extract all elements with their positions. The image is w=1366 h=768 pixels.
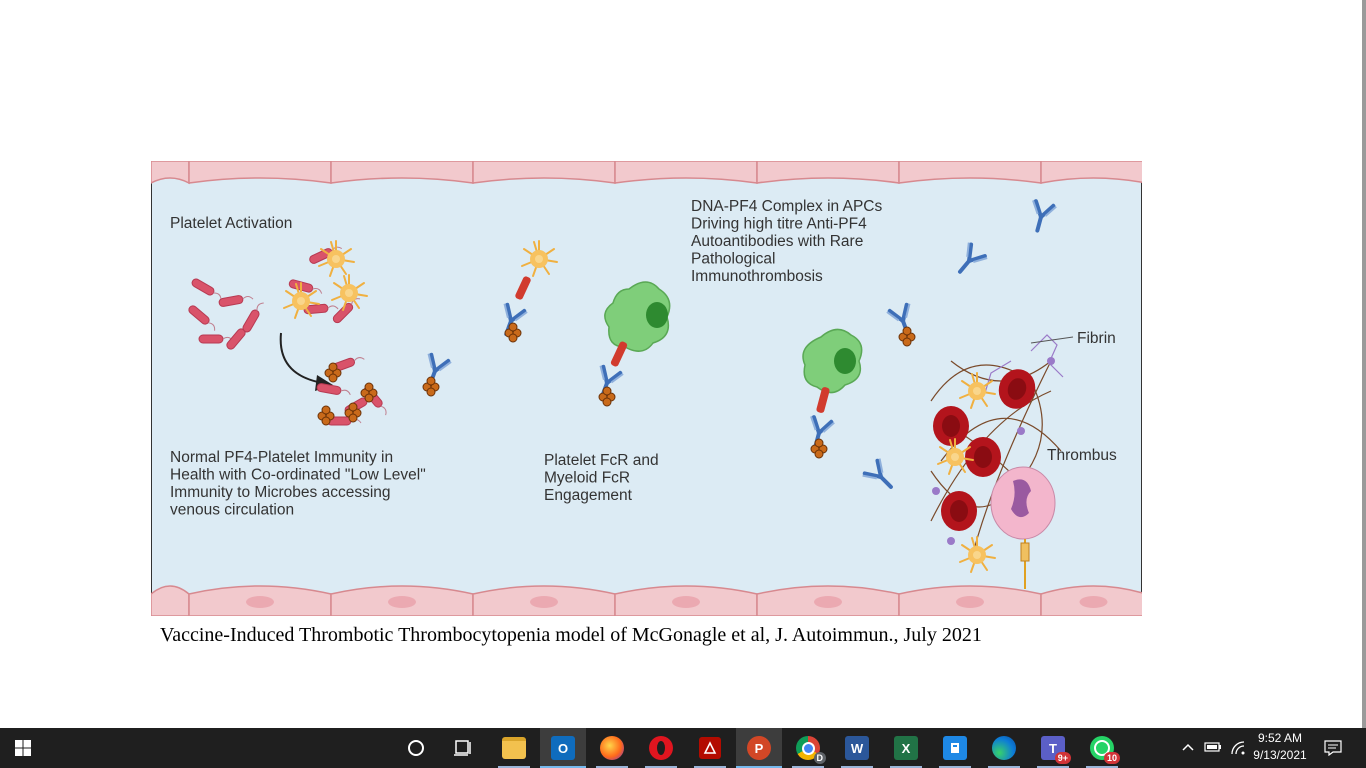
normal-line: Immunity to Microbes accessing — [170, 484, 391, 501]
dna-pf4-line: Driving high titre Anti-PF4 — [691, 216, 867, 233]
dna-pf4-line: Autoantibodies with Rare — [691, 233, 863, 250]
label-platelet-activation: Platelet Activation — [170, 215, 292, 232]
notifications-icon[interactable] — [1324, 740, 1342, 756]
apc-2 — [801, 328, 863, 459]
acrobat-icon — [699, 737, 721, 759]
whatsapp-icon: 10 — [1090, 736, 1120, 764]
powerpoint-icon: P — [747, 736, 771, 760]
taskbar-edge[interactable] — [981, 728, 1027, 768]
opera-icon — [649, 736, 673, 760]
edge-icon — [992, 736, 1016, 760]
dna-pf4-line: Immunothrombosis — [691, 268, 823, 285]
endothelial-nucleus — [1079, 596, 1108, 608]
platelet-fcr-complex — [492, 240, 558, 343]
windows-taskbar: O P D W X — [0, 728, 1366, 768]
teams-icon: T 9+ — [1041, 736, 1071, 764]
label-fibrin: Fibrin — [1077, 330, 1116, 347]
dna-pf4-line: Pathological — [691, 251, 775, 268]
show-hidden-icons-chevron-icon[interactable] — [1182, 742, 1194, 752]
taskbar-opera[interactable] — [638, 728, 684, 768]
fcr-line: Myeloid FcR — [544, 470, 630, 487]
task-view-button[interactable] — [440, 728, 486, 768]
taskbar-app[interactable] — [932, 728, 978, 768]
clock-date[interactable]: 9/13/2021 — [1253, 748, 1307, 762]
endothelial-nucleus — [814, 596, 842, 608]
excel-icon: X — [894, 736, 918, 760]
search-button[interactable] — [393, 728, 439, 768]
cortana-circle-icon — [408, 740, 424, 756]
taskbar-word[interactable]: W — [834, 728, 880, 768]
system-tray: 9:52 AM 9/13/2021 — [1170, 728, 1366, 768]
word-icon: W — [845, 736, 869, 760]
fibrin-pointer — [1030, 336, 1074, 344]
figure-caption: Vaccine-Induced Thrombotic Thrombocytope… — [160, 624, 982, 646]
endothelium-top — [151, 161, 1142, 185]
activation-arrow — [279, 332, 324, 384]
taskbar-file-explorer[interactable] — [491, 728, 537, 768]
vertical-scrollbar[interactable] — [1362, 0, 1366, 728]
endothelium-bottom — [151, 585, 1142, 616]
fcr-line: Engagement — [544, 487, 633, 504]
outlook-icon: O — [551, 736, 575, 760]
normal-line: venous circulation — [170, 502, 294, 519]
clock-time[interactable]: 9:52 AM — [1257, 731, 1303, 745]
endothelial-nucleus — [672, 596, 700, 608]
start-button[interactable] — [0, 728, 46, 768]
taskbar-excel[interactable]: X — [883, 728, 929, 768]
battery-icon[interactable] — [1204, 741, 1222, 753]
chrome-icon: D — [796, 736, 826, 764]
whatsapp-badge: 10 — [1103, 752, 1120, 764]
windows-logo-icon — [15, 740, 31, 756]
taskbar-acrobat[interactable] — [687, 728, 733, 768]
taskbar-powerpoint[interactable]: P — [736, 728, 782, 768]
normal-line: Normal PF4-Platelet Immunity in — [170, 449, 393, 466]
endothelial-nucleus — [530, 596, 558, 608]
endothelial-nucleus — [956, 596, 984, 608]
taskbar-firefox[interactable] — [589, 728, 635, 768]
taskbar-whatsapp[interactable]: 10 — [1079, 728, 1125, 768]
dna-pf4-line: DNA-PF4 Complex in APCs — [691, 198, 882, 215]
slide-canvas: Platelet Activation DNA-PF4 Complex in A… — [151, 0, 1366, 728]
endothelial-nucleus — [388, 596, 416, 608]
firefox-icon — [600, 736, 624, 760]
endothelial-nucleus — [246, 596, 274, 608]
folder-icon — [502, 737, 526, 759]
normal-line: Health with Co-ordinated "Low Level" — [170, 467, 426, 484]
taskbar-chrome[interactable]: D — [785, 728, 831, 768]
endothelial-cell — [1040, 161, 1142, 184]
myeloid-apc — [588, 281, 671, 407]
taskbar-teams[interactable]: T 9+ — [1030, 728, 1076, 768]
wifi-icon[interactable] — [1230, 740, 1246, 756]
vitt-figure: Platelet Activation DNA-PF4 Complex in A… — [151, 161, 1142, 616]
task-view-icon — [454, 740, 471, 756]
taskbar-outlook[interactable]: O — [540, 728, 586, 768]
thrombus — [930, 334, 1064, 589]
teams-badge: 9+ — [1054, 752, 1071, 764]
fcr-line: Platelet FcR and — [544, 452, 659, 469]
label-thrombus: Thrombus — [1047, 447, 1117, 464]
endothelial-cell — [151, 585, 190, 616]
app-icon — [943, 736, 967, 760]
